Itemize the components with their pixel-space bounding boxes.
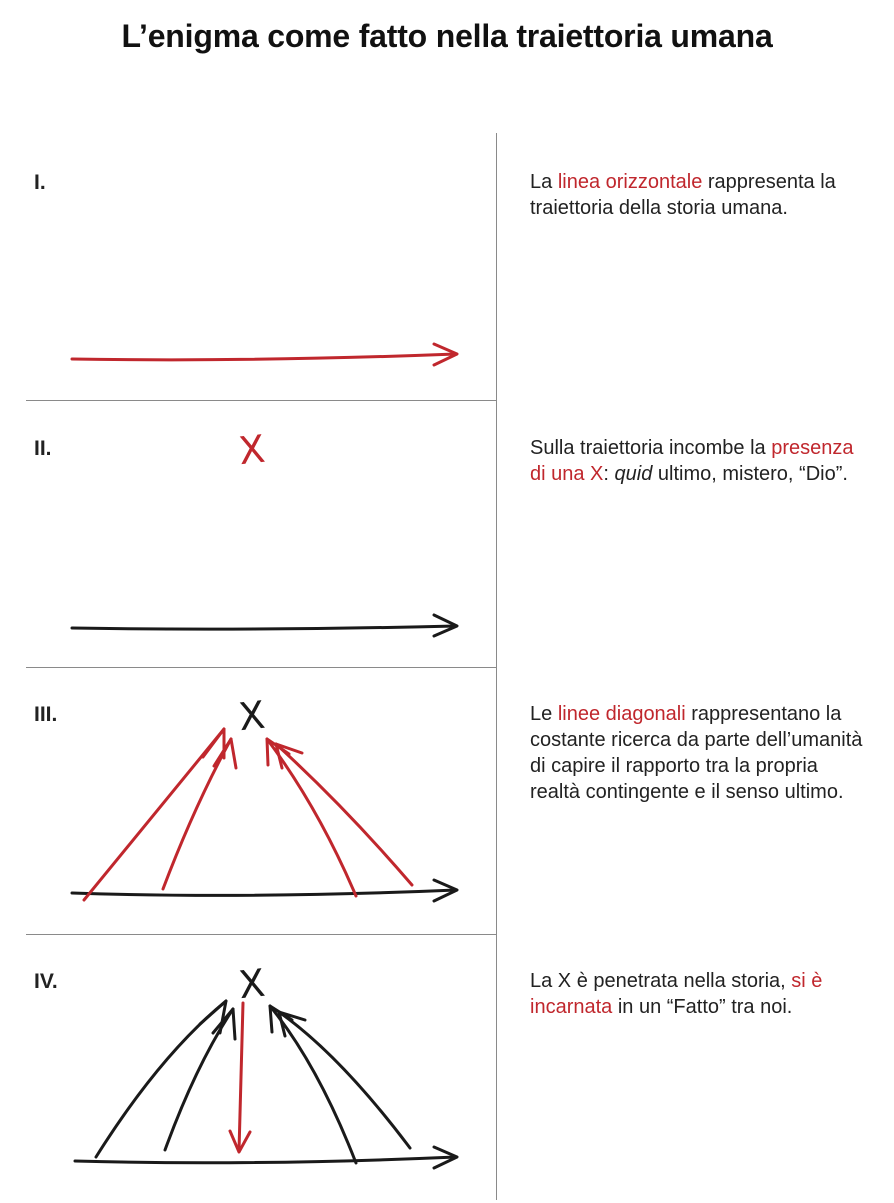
trajectory-arrowhead: [432, 613, 459, 638]
panel-2-diagram: X: [0, 401, 496, 669]
x-mystery-label: X: [237, 427, 268, 473]
trajectory-arrowhead: [432, 342, 459, 367]
vertical-divider: [496, 133, 497, 1200]
panel-1-diagram: [0, 133, 496, 401]
search-arrow: [94, 999, 228, 1159]
panel-3-diagram: X: [0, 667, 496, 935]
page-title: L’enigma come fatto nella traiettoria um…: [121, 18, 773, 54]
panel-divider: [26, 934, 496, 935]
panel-4-description: La X è penetrata nella storia, si è inca…: [530, 970, 823, 1018]
search-arrow: [274, 742, 414, 887]
panel-2-numeral: II.: [34, 437, 52, 460]
trajectory-arrowhead: [432, 878, 459, 903]
trajectory-arrowhead: [432, 1145, 459, 1170]
panel-divider: [26, 400, 496, 401]
highlight-linee-diagonali: linee diagonali: [557, 703, 686, 725]
search-arrow: [277, 1010, 412, 1150]
panel-2-description: Sulla traiettoria incombe la presenza di…: [530, 437, 854, 485]
highlight-si-e-incarnata: si è incarnata: [530, 970, 823, 1018]
history-trajectory-line: [70, 352, 458, 362]
highlight-linea-orizzontale: linea orizzontale: [557, 171, 703, 193]
panel-3-numeral: III.: [34, 703, 58, 726]
panel-1-numeral: I.: [34, 171, 46, 194]
search-arrowhead: [212, 737, 238, 770]
x-mystery-label: X: [237, 961, 268, 1007]
x-mystery-label: X: [237, 693, 268, 739]
highlight-presenza-x: presenza di una X: [530, 437, 854, 485]
search-arrow: [163, 1007, 235, 1152]
history-trajectory-line: [70, 888, 458, 897]
search-arrowhead: [277, 1010, 307, 1038]
history-trajectory-line: [73, 1155, 458, 1165]
incarnation-arrow: [237, 1001, 245, 1153]
search-arrowhead: [274, 742, 304, 770]
incarnation-arrowhead: [228, 1129, 252, 1154]
panel-4-numeral: IV.: [34, 970, 58, 993]
panel-4-diagram: X: [0, 935, 496, 1203]
panel-1-description: La linea orizzontale rappresenta la trai…: [530, 171, 836, 219]
panel-3-description: Le linee diagonali rappresentano la cost…: [530, 703, 863, 803]
search-arrowhead: [211, 1007, 237, 1041]
panel-divider: [26, 667, 496, 668]
history-trajectory-line: [70, 624, 458, 631]
